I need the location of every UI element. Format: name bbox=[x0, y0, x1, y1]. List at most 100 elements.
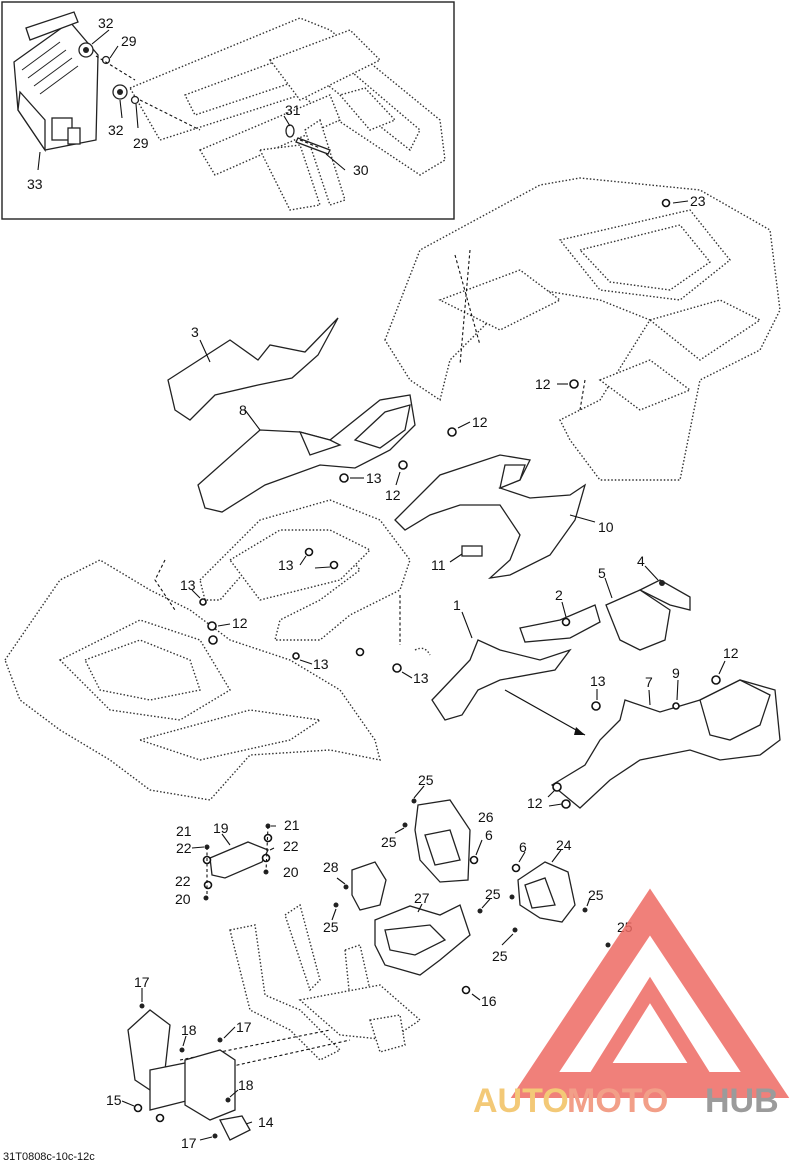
callout-7: 7 bbox=[645, 674, 653, 690]
callout-9: 9 bbox=[672, 665, 680, 681]
callout-12-b: 12 bbox=[472, 414, 488, 430]
callout-13-f: 13 bbox=[590, 673, 606, 689]
skid-plate-part-27: 27 25 16 bbox=[374, 886, 501, 1009]
callout-25-d: 25 bbox=[485, 886, 501, 902]
bracket-part-26: 25 26 25 6 bbox=[381, 772, 494, 883]
callout-22-a: 22 bbox=[176, 840, 192, 856]
logo-triangle-icon bbox=[510, 888, 790, 1098]
logo-word-moto: MOTO bbox=[567, 1082, 668, 1120]
callout-12-d: 12 bbox=[232, 615, 248, 631]
callout-18-b: 18 bbox=[238, 1077, 254, 1093]
callout-12-e: 12 bbox=[723, 645, 739, 661]
callout-12-a: 12 bbox=[535, 376, 551, 392]
callout-4: 4 bbox=[637, 553, 645, 569]
callout-2: 2 bbox=[555, 587, 563, 603]
clip-12-d1 bbox=[207, 621, 217, 631]
spacer-31 bbox=[285, 124, 295, 138]
callout-17-c: 17 bbox=[181, 1135, 197, 1151]
callout-5: 5 bbox=[598, 565, 606, 581]
clip-13-b2 bbox=[329, 560, 339, 570]
callout-12-f: 12 bbox=[527, 795, 543, 811]
callout-17-a: 17 bbox=[134, 974, 150, 990]
callout-6-a: 6 bbox=[485, 827, 493, 843]
callout-17-b: 17 bbox=[236, 1019, 252, 1035]
screw-13-c bbox=[199, 598, 207, 606]
callout-10: 10 bbox=[598, 519, 614, 535]
callout-21-b: 21 bbox=[284, 817, 300, 833]
clip-12-c bbox=[398, 460, 408, 470]
diagram-code: 31T0808c-10c-12c bbox=[3, 1151, 95, 1163]
label-part-11 bbox=[461, 545, 483, 557]
automotohub-logo: AUTO MOTO HUB bbox=[473, 888, 790, 1120]
callout-12-c: 12 bbox=[385, 487, 401, 503]
clip-13-f bbox=[591, 701, 601, 711]
trim-part-2: 2 bbox=[519, 587, 601, 643]
logo-word-auto: AUTO bbox=[473, 1082, 569, 1120]
deflector-part-5: 5 bbox=[598, 565, 671, 651]
callout-22-c: 22 bbox=[175, 873, 191, 889]
decor bbox=[414, 647, 431, 656]
clip-12-d2 bbox=[208, 635, 218, 645]
callout-25-a: 25 bbox=[418, 772, 434, 788]
rack-frame-drawing bbox=[128, 17, 446, 211]
callout-25-e: 25 bbox=[588, 887, 604, 903]
callout-24: 24 bbox=[556, 837, 572, 853]
callout-22-b: 22 bbox=[283, 838, 299, 854]
callout-29-lower: 29 bbox=[133, 135, 149, 151]
callout-32-upper: 32 bbox=[98, 15, 114, 31]
callout-18-a: 18 bbox=[181, 1022, 197, 1038]
callout-13-b: 13 bbox=[278, 557, 294, 573]
callout-21-a: 21 bbox=[176, 823, 192, 839]
bracket-part-24: 24 6 25 25 25 bbox=[492, 837, 633, 964]
clip-23 bbox=[661, 198, 671, 208]
bracket-part-4: 4 bbox=[637, 553, 691, 611]
front-frame-drawing bbox=[179, 903, 422, 1071]
inset-rear-rack-detail: 32 29 31 32 29 30 33 bbox=[1, 1, 455, 220]
callout-1: 1 bbox=[453, 597, 461, 613]
callout-8: 8 bbox=[239, 402, 247, 418]
callout-6-b: 6 bbox=[519, 839, 527, 855]
callout-23: 23 bbox=[690, 193, 706, 209]
nut-29-lower bbox=[130, 95, 140, 105]
callout-16: 16 bbox=[481, 993, 497, 1009]
screw-13-d bbox=[292, 652, 300, 660]
clip-13-b1 bbox=[304, 547, 314, 557]
callout-25-b: 25 bbox=[381, 834, 397, 850]
clip-12-a bbox=[569, 379, 579, 389]
callout-11: 11 bbox=[431, 557, 446, 573]
callout-20-a: 20 bbox=[283, 864, 299, 880]
callout-3: 3 bbox=[191, 324, 199, 340]
callout-31: 31 bbox=[285, 102, 301, 118]
bolt-30 bbox=[295, 137, 331, 155]
side-panel-part-7: 7 9 13 12 12 bbox=[527, 645, 781, 811]
clip-13-a bbox=[339, 473, 349, 483]
logo-word-hub: HUB bbox=[705, 1082, 779, 1120]
callout-27: 27 bbox=[414, 890, 430, 906]
callout-28: 28 bbox=[323, 859, 339, 875]
side-panel-part-8: 8 bbox=[197, 394, 416, 513]
callout-30: 30 bbox=[353, 162, 369, 178]
decal-part-3: 3 bbox=[167, 317, 339, 421]
clip-13-e2 bbox=[392, 663, 402, 673]
callout-13-d: 13 bbox=[313, 656, 329, 672]
clip-12-b bbox=[447, 427, 457, 437]
callout-29-upper: 29 bbox=[121, 33, 137, 49]
callout-13-e: 13 bbox=[413, 670, 429, 686]
callout-13-a: 13 bbox=[366, 470, 382, 486]
rear-fender-body bbox=[384, 177, 781, 481]
bumper-part-14: 17 18 17 15 18 14 17 bbox=[106, 974, 274, 1151]
callout-33: 33 bbox=[27, 176, 43, 192]
clip-12-e bbox=[711, 675, 721, 685]
callout-25-f: 25 bbox=[492, 948, 508, 964]
callout-14: 14 bbox=[258, 1114, 274, 1130]
clip-13-e1 bbox=[355, 647, 365, 657]
callout-32-lower: 32 bbox=[108, 122, 124, 138]
callout-19: 19 bbox=[213, 820, 229, 836]
callout-20-b: 20 bbox=[175, 891, 191, 907]
bracket-part-19: 19 21 21 22 22 22 20 20 bbox=[175, 817, 300, 907]
callout-25-c: 25 bbox=[323, 919, 339, 935]
callout-13-c: 13 bbox=[180, 577, 196, 593]
callout-26: 26 bbox=[478, 809, 494, 825]
decal-part-1: 1 bbox=[431, 597, 586, 736]
